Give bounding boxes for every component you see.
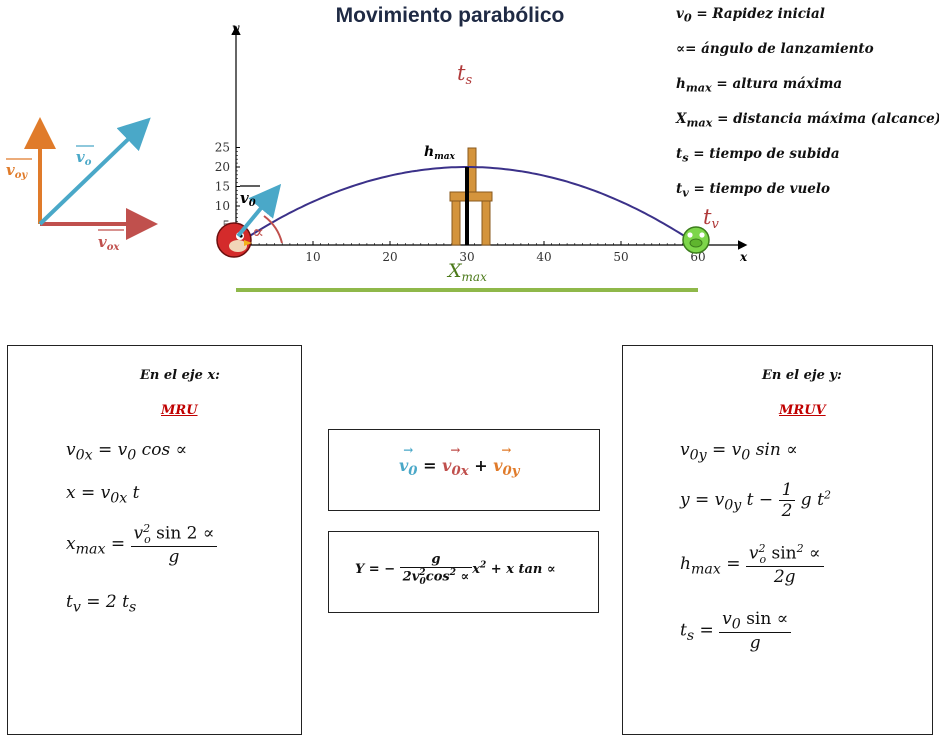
y-tick-label: 15 xyxy=(215,180,230,194)
mruv-label: MRUV xyxy=(779,403,826,418)
vector-sum-box: v0 = v0x + v0y xyxy=(328,429,600,511)
x-tick-label: 20 xyxy=(382,250,397,264)
v0-label: vo xyxy=(76,148,92,168)
chart-ticks: 102030405060510152025 xyxy=(215,141,706,265)
eq-tv: tv = 2 ts xyxy=(66,592,137,616)
mru-label: MRU xyxy=(161,403,198,418)
y-axis-label: y xyxy=(231,21,240,35)
y-tick-label: 10 xyxy=(215,199,230,213)
eq-v0y: v0y = v0 sin ∝ xyxy=(680,440,798,464)
y-tick-label: 25 xyxy=(215,141,230,155)
y-axis-box: En el eje y: MRUV v0y = v0 sin ∝ y = v0y… xyxy=(622,345,933,735)
green-pig-icon xyxy=(682,226,710,254)
tower-illustration xyxy=(449,147,493,246)
eq-hmax: hmax = v2o sin2 ∝2g xyxy=(680,542,824,587)
legend-item: v0 = Rapidez inicial xyxy=(676,6,825,25)
tv-label: tv xyxy=(703,205,719,232)
ts-label: ts xyxy=(457,61,472,88)
x-tick-label: 50 xyxy=(613,250,628,264)
vector-diagram: vo vox voy xyxy=(6,117,158,253)
xmax-label: Xmax xyxy=(446,260,487,284)
v0-arrow-chart xyxy=(236,183,282,238)
x-tick-label: 30 xyxy=(459,250,474,264)
x-axis-header: En el eje x: xyxy=(140,368,220,383)
eq-x: x = v0x t xyxy=(66,483,140,507)
hmax-label: hmax xyxy=(424,144,456,162)
eq-vector-sum: v0 = v0x + v0y xyxy=(399,443,520,479)
legend-item: hmax = altura máxima xyxy=(676,76,843,95)
eq-xmax: xmax = v2o sin 2 ∝g xyxy=(66,522,218,567)
y-tick-label: 20 xyxy=(215,160,230,174)
eq-v0x: v0x = v0 cos ∝ xyxy=(66,440,188,464)
x-axis-label: x xyxy=(739,250,748,264)
legend-item: Xmax = distancia máxima (alcance) xyxy=(676,111,939,130)
trajectory-chart: xy 102030405060510152025 ∝ v0 ts tv hmax… xyxy=(215,21,748,292)
eq-ts: ts = v0 sin ∝g xyxy=(680,609,792,653)
angle-arc xyxy=(263,215,283,244)
legend-item: tv = tiempo de vuelo xyxy=(676,181,830,200)
x-axis-box: En el eje x: MRU v0x = v0 cos ∝ x = v0x … xyxy=(7,345,302,735)
legend-item: ∝= ángulo de lanzamiento xyxy=(676,41,874,57)
x-tick-label: 40 xyxy=(536,250,551,264)
x-tick-label: 10 xyxy=(305,250,320,264)
page-title: Movimiento parabólico xyxy=(335,4,565,27)
voy-label: voy xyxy=(6,161,28,181)
legend-item: ts = tiempo de subida xyxy=(676,146,840,165)
y-axis-header: En el eje y: xyxy=(762,368,842,383)
vox-label: vox xyxy=(98,233,120,253)
v0-arrow xyxy=(38,117,151,226)
alpha-label: ∝ xyxy=(252,222,264,243)
v0-label-chart: v0 xyxy=(240,189,256,209)
